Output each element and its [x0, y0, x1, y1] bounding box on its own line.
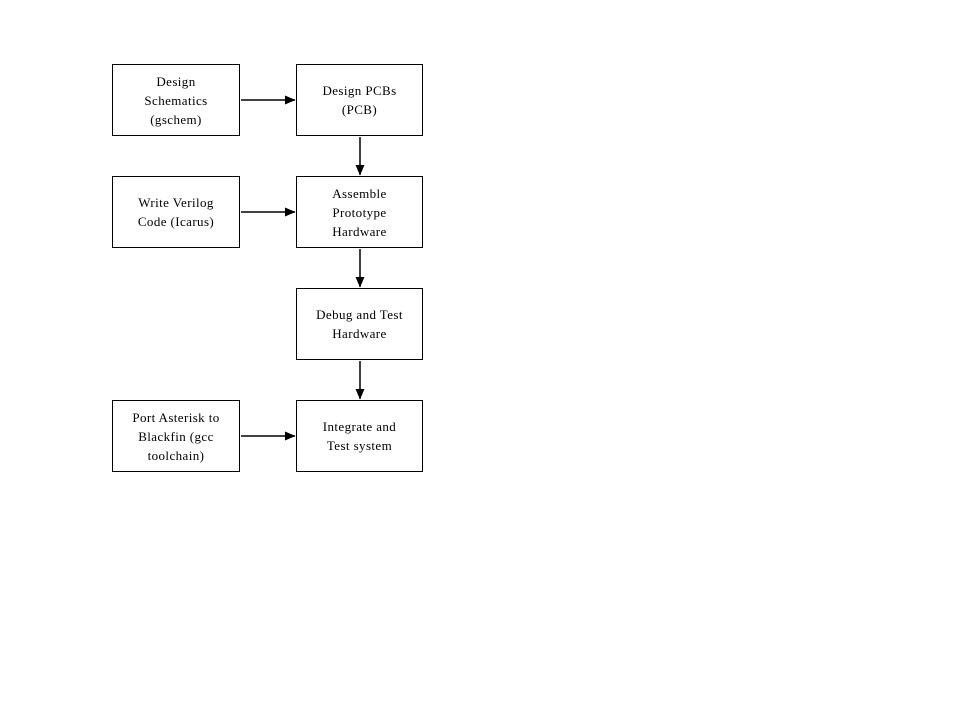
node-assemble-prototype-label: Assemble Prototype Hardware: [332, 185, 387, 239]
node-port-asterisk: Port Asterisk to Blackfin (gcc toolchain…: [112, 400, 240, 472]
node-write-verilog-label: Write Verilog Code (Icarus): [137, 195, 215, 229]
node-design-pcbs-label: Design PCBs (PCB): [322, 83, 397, 117]
node-port-asterisk-label: Port Asterisk to Blackfin (gcc toolchain…: [132, 409, 220, 463]
node-debug-test-label: Debug and Test Hardware: [316, 307, 403, 341]
node-write-verilog: Write Verilog Code (Icarus): [112, 176, 240, 248]
node-integrate-test: Integrate and Test system: [296, 400, 423, 472]
node-integrate-test-label: Integrate and Test system: [322, 419, 397, 453]
node-design-schematics-label: Design Schematics (gschem): [144, 73, 208, 127]
node-assemble-prototype: Assemble Prototype Hardware: [296, 176, 423, 248]
node-design-pcbs: Design PCBs (PCB): [296, 64, 423, 136]
node-design-schematics: Design Schematics (gschem): [112, 64, 240, 136]
node-debug-test: Debug and Test Hardware: [296, 288, 423, 360]
